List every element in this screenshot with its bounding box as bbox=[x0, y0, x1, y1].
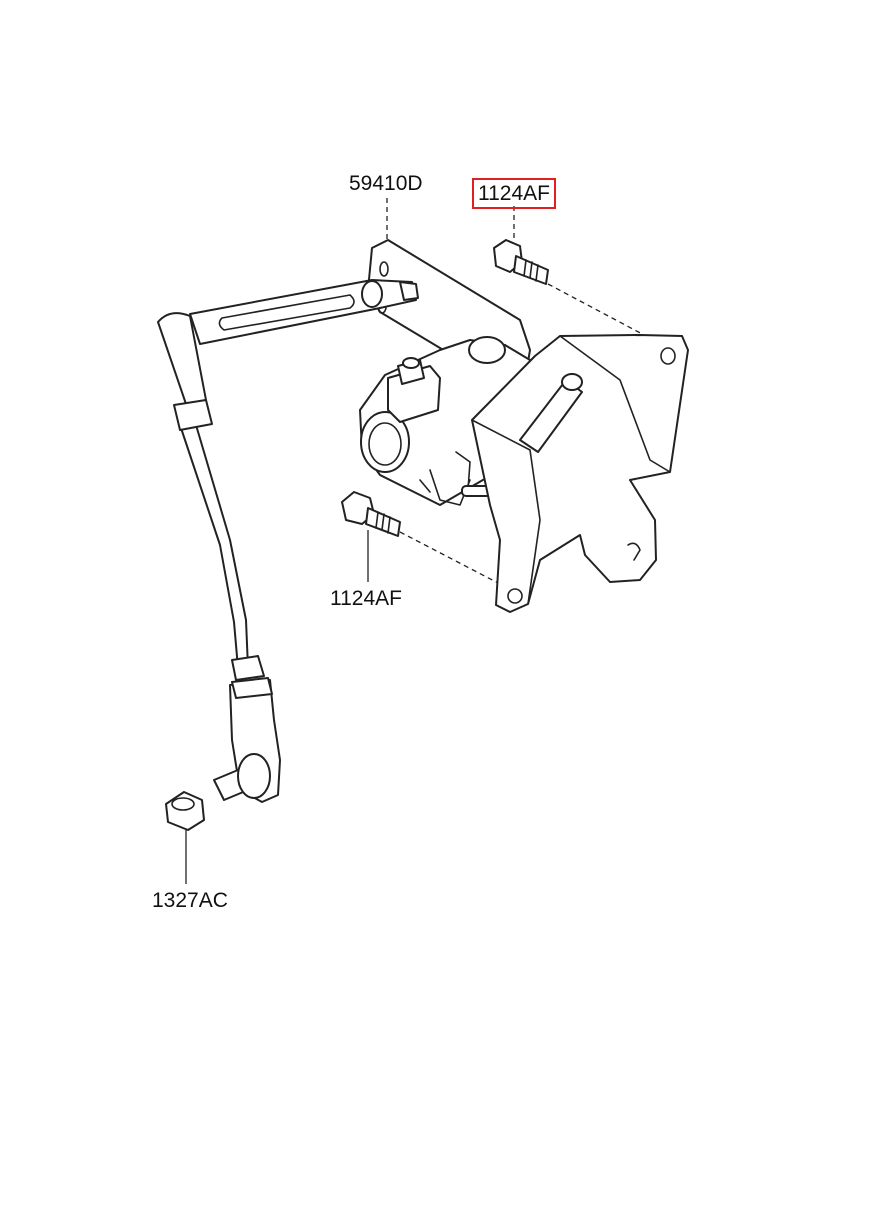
sensor-body bbox=[359, 336, 536, 506]
bolt-1124af-top bbox=[493, 239, 549, 285]
callout-1124af-highlighted[interactable]: 1124AF bbox=[472, 178, 556, 209]
callout-59410d[interactable]: 59410D bbox=[349, 172, 423, 195]
leader-bolt-top-axis bbox=[547, 283, 647, 337]
leader-bolt-bottom-axis bbox=[399, 531, 501, 585]
connecting-rod bbox=[157, 312, 265, 681]
callout-1124af[interactable]: 1124AF bbox=[330, 587, 402, 610]
bolt-1124af-bottom bbox=[341, 491, 401, 537]
sensor-lever-arm bbox=[189, 279, 419, 345]
mounting-bracket bbox=[471, 334, 689, 613]
callout-1327ac[interactable]: 1327AC bbox=[152, 889, 228, 912]
nut-1327ac bbox=[165, 791, 205, 831]
ball-joint bbox=[213, 677, 281, 803]
